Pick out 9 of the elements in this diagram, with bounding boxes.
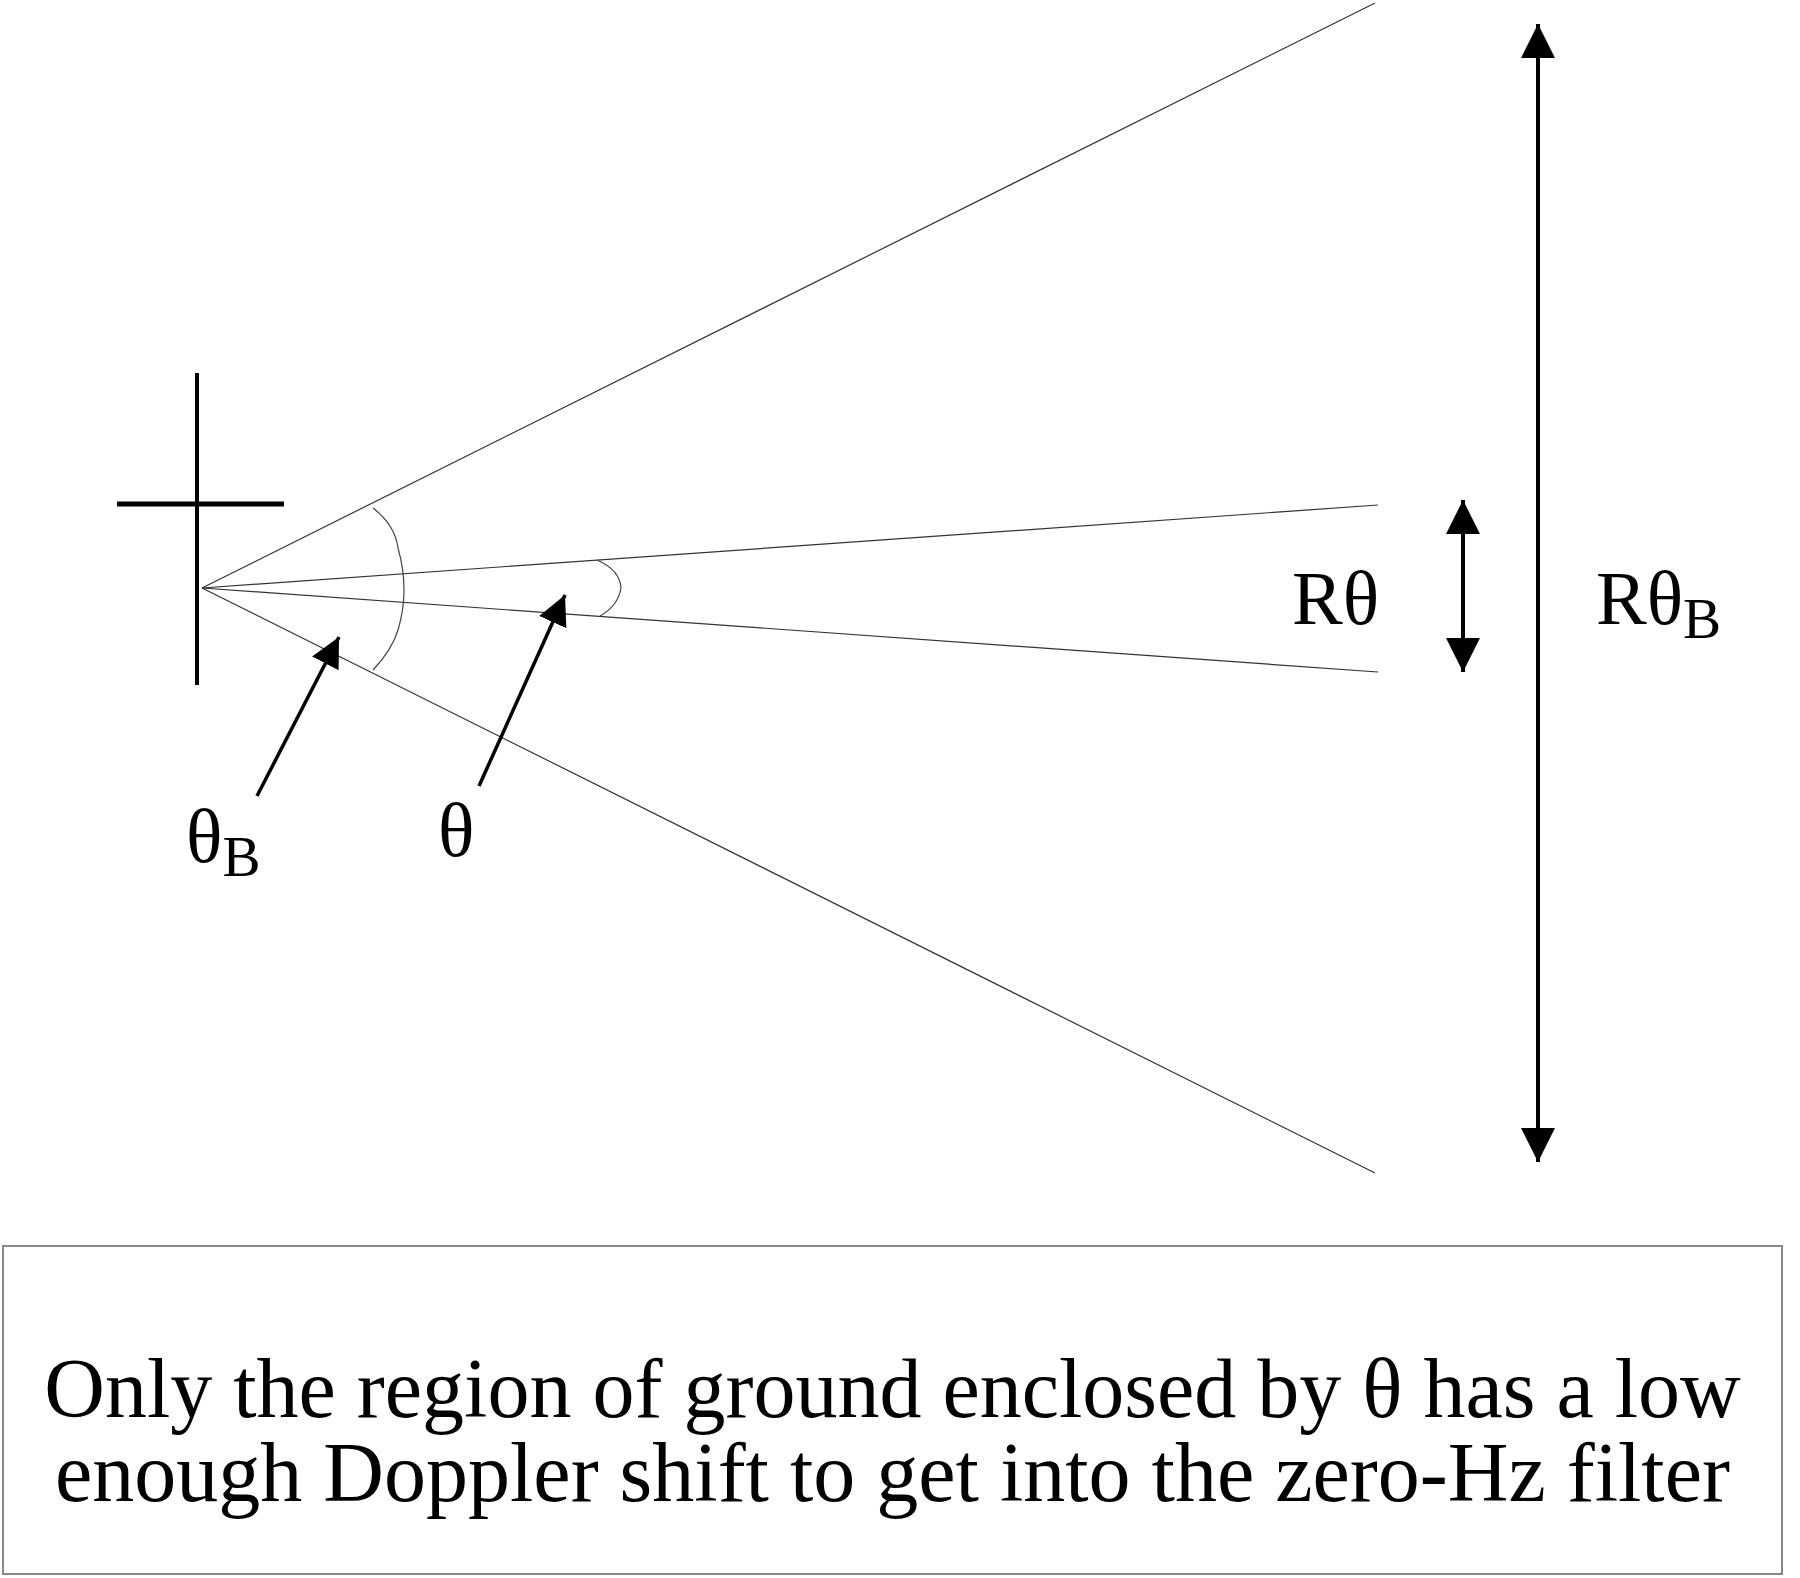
dimension-label: Rθ$_{B}$ [1596, 560, 1722, 636]
angle-label: θ$_{B}$ [186, 798, 261, 874]
angle-arc [596, 559, 622, 617]
leader-arrow [255, 636, 341, 797]
angle-label: θ [438, 792, 475, 868]
dimension-label: Rθ [1292, 560, 1380, 636]
angle-arc [372, 507, 405, 671]
caption-box [2, 1245, 1783, 1575]
leader-arrow [477, 594, 567, 787]
